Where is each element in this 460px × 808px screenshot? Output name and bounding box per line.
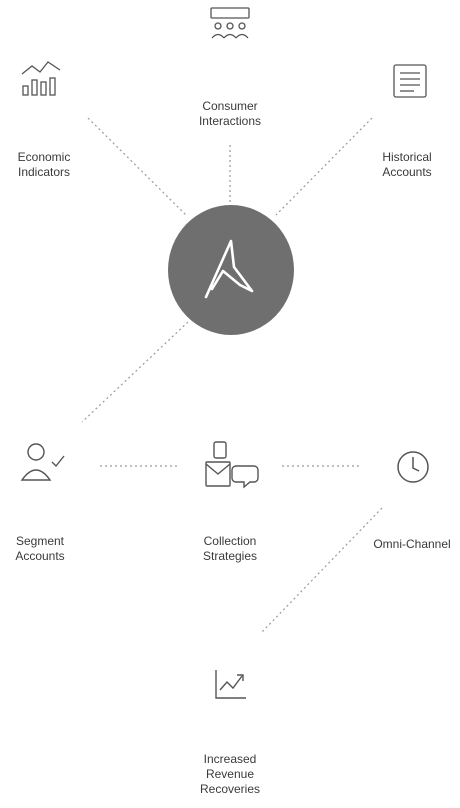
- clock-icon: [397, 451, 429, 483]
- node-label-segment: Segment Accounts: [15, 534, 65, 563]
- people-group-icon: [210, 7, 250, 39]
- connector-economic-hub: [87, 117, 187, 216]
- node-label-consumer: Consumer Interactions: [198, 99, 262, 128]
- central-hub: [168, 205, 294, 335]
- node-label-historical: Historical Accounts: [382, 150, 432, 179]
- trending-chart-icon: [215, 670, 246, 699]
- connector-omni-revenue: [261, 507, 383, 633]
- connector-hub-segment: [81, 321, 189, 423]
- node-label-collection: Collection Strategies: [202, 534, 258, 563]
- phone-mail-chat-icon: [205, 441, 259, 489]
- node-label-economic: Economic Indicators: [17, 150, 71, 179]
- ledger-document-icon: [393, 64, 427, 98]
- brand-logo-icon: [204, 239, 254, 299]
- node-label-omni: Omni-Channel: [373, 537, 451, 551]
- bar-chart-trend-icon: [21, 61, 61, 96]
- node-label-revenue: Increased Revenue Recoveries: [199, 752, 261, 796]
- user-check-icon: [20, 443, 65, 481]
- connector-historical-hub: [275, 117, 373, 216]
